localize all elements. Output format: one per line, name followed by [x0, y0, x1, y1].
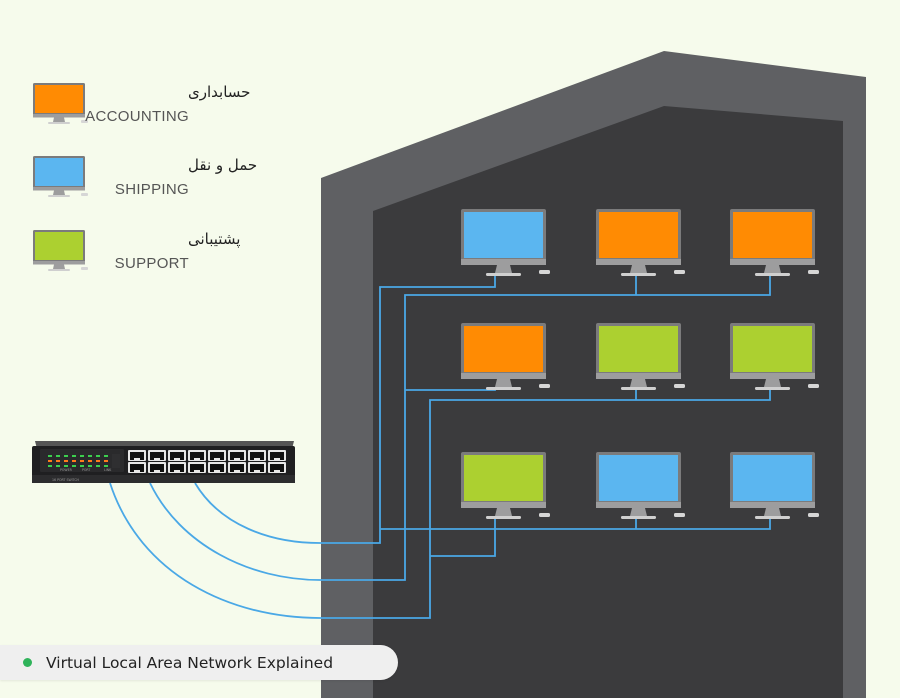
computer-shipping: [730, 452, 819, 519]
switch-port: [228, 450, 246, 461]
screen: [464, 326, 543, 372]
screen: [464, 455, 543, 501]
legend-label-fa: پشتیبانی: [188, 230, 240, 249]
computer-accounting: [596, 209, 685, 276]
cable-7: [405, 389, 496, 391]
screen: [733, 326, 812, 372]
switch-port: [128, 462, 146, 473]
switch-label: 16 PORT SWITCH: [52, 478, 80, 482]
computer-support: [730, 323, 819, 390]
led: [88, 460, 92, 462]
screen: [733, 212, 812, 258]
led: [56, 455, 60, 457]
switch-port: [248, 450, 266, 461]
led: [56, 465, 60, 467]
switch-led-label: PORT: [82, 468, 90, 472]
screen: [599, 212, 678, 258]
computer-icon: [33, 156, 88, 197]
switch-port: [128, 450, 146, 461]
led: [56, 460, 60, 462]
caption-text: Virtual Local Area Network Explained: [46, 653, 334, 672]
switch-port: [208, 450, 226, 461]
led: [72, 455, 76, 457]
legend-label-en: ACCOUNTING: [85, 108, 189, 125]
led: [64, 460, 68, 462]
legend-label-en: SHIPPING: [115, 181, 189, 198]
led: [80, 465, 84, 467]
computer-support: [461, 452, 550, 519]
switch-port: [208, 462, 226, 473]
led: [72, 460, 76, 462]
switch-port: [248, 462, 266, 473]
caption-pill: Virtual Local Area Network Explained: [0, 645, 398, 680]
switch-port: [228, 462, 246, 473]
computers: [461, 209, 819, 519]
switch-port: [148, 462, 166, 473]
cable-10: [430, 519, 496, 557]
led: [80, 455, 84, 457]
led: [96, 465, 100, 467]
led: [96, 455, 100, 457]
legend-label-fa: حمل و نقل: [188, 156, 257, 174]
screen: [599, 326, 678, 372]
legend-label-fa: حسابداری: [188, 83, 250, 101]
screen: [464, 212, 543, 258]
led: [80, 460, 84, 462]
led: [104, 460, 108, 462]
led: [64, 465, 68, 467]
computer-icon: [33, 83, 88, 124]
computer-icon: [33, 230, 88, 271]
led: [72, 465, 76, 467]
led: [48, 460, 52, 462]
cable-2: [700, 519, 771, 530]
switch-port: [268, 462, 286, 473]
cable-0: [194, 275, 496, 544]
switch-led-label: LINK: [104, 468, 112, 472]
switch-led-label: POWER: [60, 468, 73, 472]
led: [88, 465, 92, 467]
led: [48, 465, 52, 467]
screen: [599, 455, 678, 501]
computer-support: [596, 323, 685, 390]
screen: [733, 455, 812, 501]
switch-port: [188, 450, 206, 461]
legend-item-support: پشتیبانی SUPPORT: [33, 230, 240, 272]
computer-accounting: [730, 209, 819, 276]
network-cables: [109, 275, 771, 619]
switch-port: [188, 462, 206, 473]
led: [104, 455, 108, 457]
legend-item-accounting: حسابداری ACCOUNTING: [33, 83, 250, 125]
led: [64, 455, 68, 457]
switch-port: [268, 450, 286, 461]
status-dot: [23, 658, 32, 667]
network-switch: 16 PORT SWITCH POWER PORT LINK: [32, 441, 295, 483]
computer-accounting: [461, 323, 550, 390]
computer-shipping: [461, 209, 550, 276]
cable-8: [109, 389, 771, 619]
switch-port: [148, 450, 166, 461]
led: [104, 465, 108, 467]
legend-label-en: SUPPORT: [115, 255, 189, 272]
switch-port: [168, 450, 186, 461]
legend: حسابداری ACCOUNTING حمل و نقل SHIPPING پشتیب…: [33, 83, 257, 272]
cable-5: [149, 275, 771, 581]
computer-shipping: [596, 452, 685, 519]
legend-item-shipping: حمل و نقل SHIPPING: [33, 156, 257, 198]
led: [96, 460, 100, 462]
switch-port: [168, 462, 186, 473]
led: [88, 455, 92, 457]
led: [48, 455, 52, 457]
